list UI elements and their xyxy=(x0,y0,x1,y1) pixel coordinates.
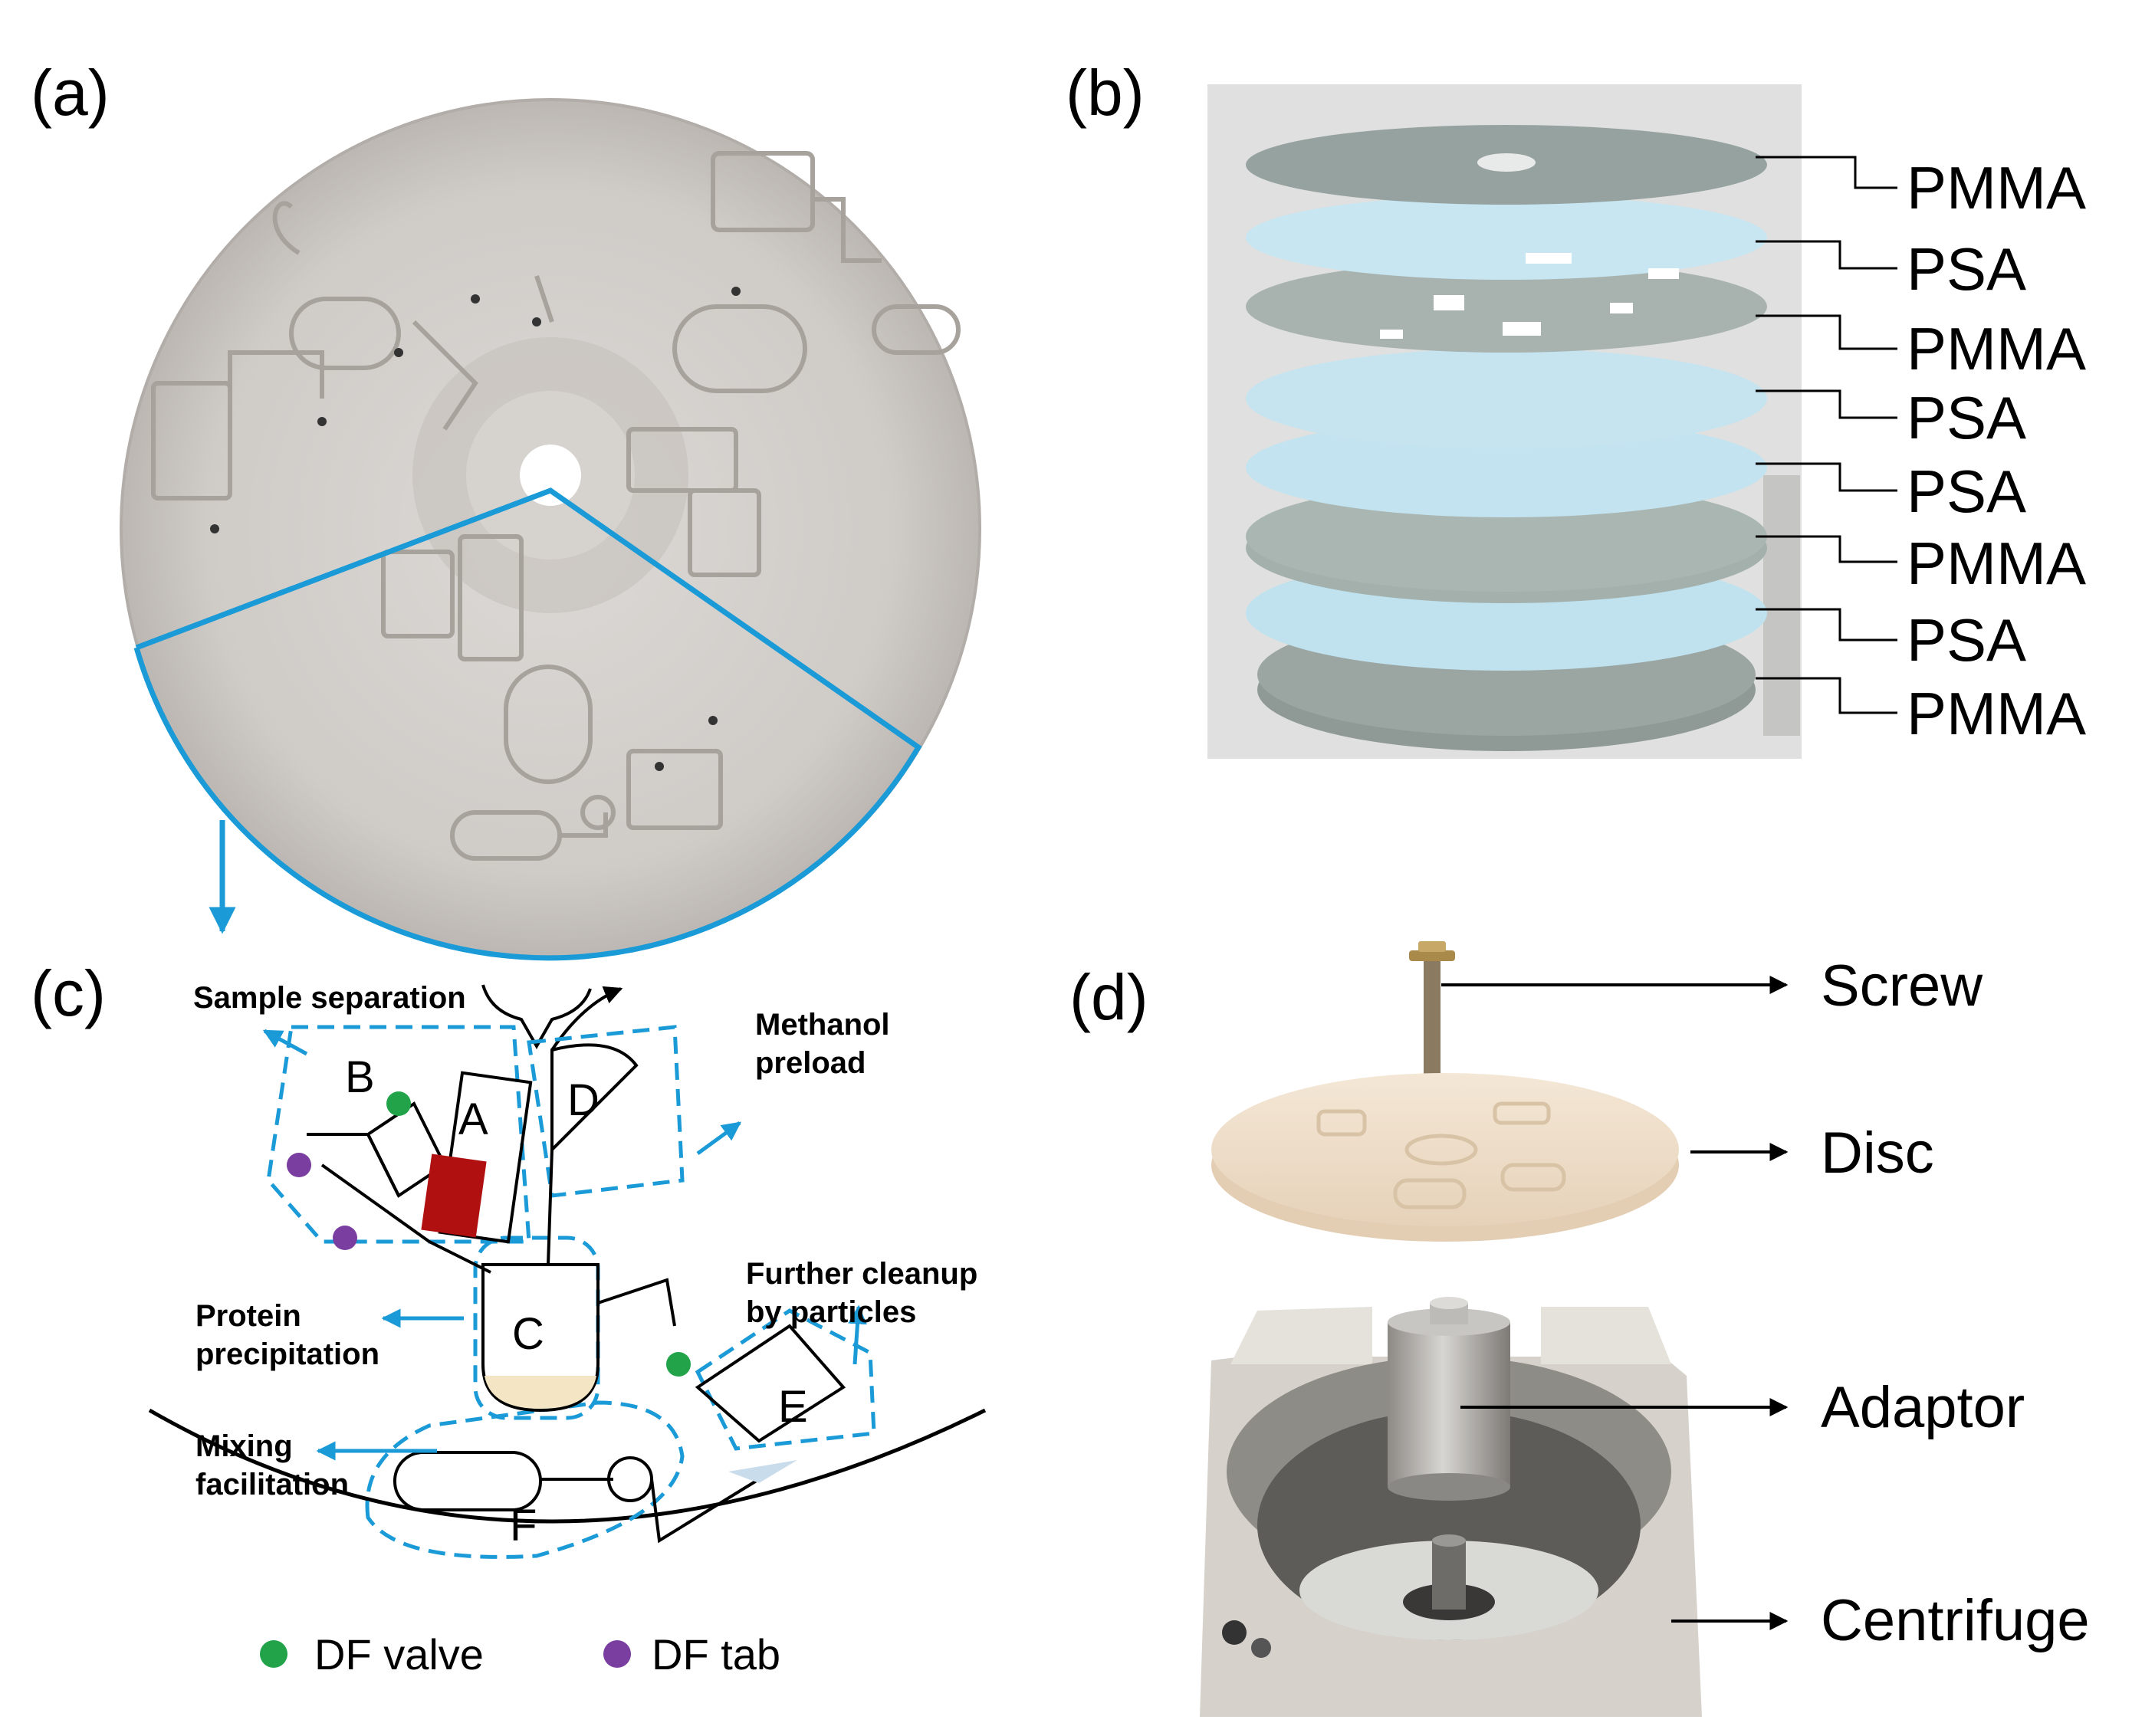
layer-text-5: PSA xyxy=(1907,458,2026,525)
annotation-protein-line2: precipitation xyxy=(195,1337,379,1371)
adaptor-image xyxy=(1388,1297,1510,1501)
setup-photo xyxy=(1200,941,1702,1717)
layer-stack-render xyxy=(1207,84,1802,759)
screw-image xyxy=(1409,941,1455,1084)
sample-fill-red xyxy=(421,1154,487,1238)
layer-label-8: PMMA xyxy=(1756,677,2086,747)
centrifuge-image xyxy=(1200,1307,1702,1717)
layer-label-6: PMMA xyxy=(1756,530,2086,597)
layer-text-7: PSA xyxy=(1907,606,2026,674)
layer-text-3: PMMA xyxy=(1907,315,2086,382)
legend-valve-icon xyxy=(260,1640,287,1668)
disc-image xyxy=(1211,1073,1679,1242)
panel-label-c: (c) xyxy=(31,957,106,1029)
chamber-label-b: B xyxy=(345,1052,375,1102)
df-tab-icon xyxy=(287,1153,311,1177)
chamber-label-e: E xyxy=(778,1382,808,1432)
layer-text-1: PMMA xyxy=(1907,154,2086,222)
label-screw: Screw xyxy=(1821,953,1983,1019)
annotation-cleanup-line2: by particles xyxy=(746,1295,916,1329)
label-centrifuge: Centrifuge xyxy=(1821,1588,2090,1653)
layer-text-2: PSA xyxy=(1907,235,2026,303)
df-tab-icon xyxy=(333,1226,357,1250)
chamber-label-d: D xyxy=(567,1075,600,1125)
df-valve-icon xyxy=(386,1091,411,1116)
layer-labels: PMMA PSA PMMA PSA PSA PMMA PSA PMMA xyxy=(1756,154,2086,747)
chamber-label-c: C xyxy=(512,1309,544,1359)
panel-label-d: (d) xyxy=(1069,961,1148,1033)
annotation-mixing-line1: Mixing xyxy=(195,1429,293,1463)
chip-schematic: A B C D E F xyxy=(148,984,987,1559)
panel-label-a: (a) xyxy=(31,57,110,129)
annotation-methanol-line2: preload xyxy=(755,1046,866,1080)
annotation-cleanup-line1: Further cleanup xyxy=(746,1257,977,1291)
layer-text-8: PMMA xyxy=(1907,680,2086,747)
layer-label-4: PSA xyxy=(1756,384,2026,451)
layer-text-4: PSA xyxy=(1907,384,2026,451)
precipitate-fill xyxy=(485,1376,596,1409)
df-valve-icon xyxy=(666,1352,691,1377)
annotation-mixing-line2: facilitation xyxy=(195,1468,349,1501)
legend-valve-label: DF valve xyxy=(314,1630,484,1679)
disc-photo xyxy=(120,98,981,961)
layer-label-7: PSA xyxy=(1756,606,2026,674)
layer-label-1: PMMA xyxy=(1756,154,2086,222)
schematic-annotations: Sample separation Methanol preload Prote… xyxy=(193,981,977,1501)
chamber-label-f: F xyxy=(510,1501,537,1551)
chamber-label-a: A xyxy=(458,1094,488,1144)
legend-tab-label: DF tab xyxy=(652,1630,780,1679)
layer-text-6: PMMA xyxy=(1907,530,2086,597)
layer-label-2: PSA xyxy=(1756,235,2026,303)
annotation-sample-separation: Sample separation xyxy=(193,981,466,1015)
annotation-methanol-line1: Methanol xyxy=(755,1008,890,1042)
panel-label-b: (b) xyxy=(1066,57,1145,129)
annotation-protein-line1: Protein xyxy=(195,1299,301,1333)
label-adaptor: Adaptor xyxy=(1821,1375,2025,1440)
setup-callouts: Screw Disc Adaptor Centrifuge xyxy=(1441,953,2090,1653)
legend-tab-icon xyxy=(603,1640,631,1668)
label-disc: Disc xyxy=(1821,1121,1934,1186)
schematic-legend: DF valve DF tab xyxy=(260,1630,780,1679)
layer-label-3: PMMA xyxy=(1756,314,2086,382)
layer-label-5: PSA xyxy=(1756,458,2026,525)
